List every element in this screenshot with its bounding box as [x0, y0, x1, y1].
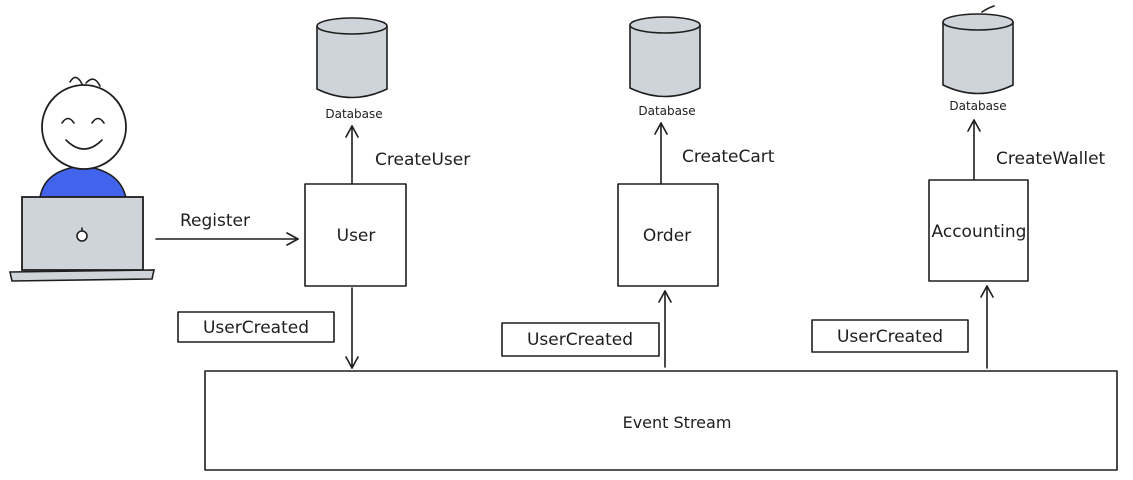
- event-tag: [501, 322, 660, 357]
- database-label: Database: [325, 107, 382, 121]
- database-cylinder-icon: [316, 17, 388, 99]
- service-box-order: [617, 183, 719, 287]
- command-label: CreateUser: [375, 150, 470, 170]
- service-box-accounting: [928, 179, 1029, 282]
- command-label: CreateCart: [682, 147, 775, 167]
- event-label: UserCreated: [203, 318, 309, 338]
- event-tag: [811, 319, 969, 353]
- service-label: Accounting: [932, 222, 1027, 242]
- event-tag: [177, 311, 335, 343]
- service-label: Order: [643, 226, 691, 246]
- database-cylinder-icon: [629, 16, 701, 98]
- database-label: Database: [638, 104, 695, 118]
- service-box-user: [304, 183, 407, 287]
- event-label: UserCreated: [527, 330, 633, 350]
- service-label: User: [337, 226, 376, 246]
- person-with-laptop-icon: [9, 76, 156, 282]
- event-stream-box: [204, 370, 1118, 471]
- database-cylinder-icon: [942, 5, 1014, 95]
- event-stream-label: Event Stream: [623, 413, 732, 432]
- database-label: Database: [949, 99, 1006, 113]
- event-label: UserCreated: [837, 327, 943, 347]
- register-label: Register: [180, 211, 250, 231]
- command-label: CreateWallet: [996, 149, 1106, 169]
